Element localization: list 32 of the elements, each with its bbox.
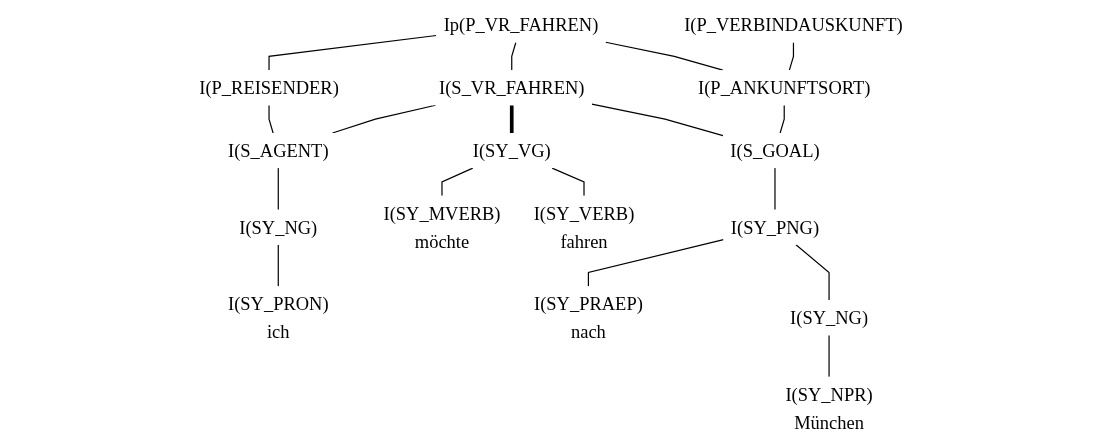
connector <box>551 167 585 197</box>
node-text: I(S_VR_FAHREN) <box>439 77 585 98</box>
connector <box>587 239 725 287</box>
node-text: I(SY_NG) <box>239 217 318 238</box>
connector <box>441 167 474 197</box>
connector <box>591 103 724 137</box>
node-text: I(SY_PRAEP) nach <box>534 293 643 342</box>
connector <box>788 41 795 71</box>
node-text: I(S_AGENT) <box>227 140 329 161</box>
node-text: I(SY_VG) <box>472 140 551 161</box>
node-text: I(P_REISENDER) <box>199 77 339 98</box>
connector <box>795 244 830 301</box>
node-text: I(SY_MVERB) möchte <box>383 203 501 252</box>
node-text: I(S_GOAL) <box>730 140 820 161</box>
connector <box>605 41 724 71</box>
node-text: I(SY_PNG) <box>730 217 820 238</box>
connector <box>277 167 279 211</box>
node-text: I(SY_NG) <box>790 307 869 328</box>
node-text: I(P_VERBINDAUSKUNFT) <box>684 14 903 36</box>
connector <box>331 104 437 134</box>
node-text: I(P_ANKUNFTSORT) <box>698 77 871 98</box>
connector <box>509 105 514 133</box>
node-text: Ip(P_VR_FAHREN) <box>443 14 599 36</box>
connector <box>268 104 274 134</box>
node-text: I(SY_PRON) ich <box>227 293 329 342</box>
connector <box>779 104 785 134</box>
node-text: I(SY_NPR) München <box>785 384 873 433</box>
connector <box>828 334 830 378</box>
node-text: I(SY_VERB) fahren <box>533 203 635 252</box>
connector <box>268 34 437 71</box>
connector <box>277 244 279 287</box>
connector <box>511 41 517 71</box>
